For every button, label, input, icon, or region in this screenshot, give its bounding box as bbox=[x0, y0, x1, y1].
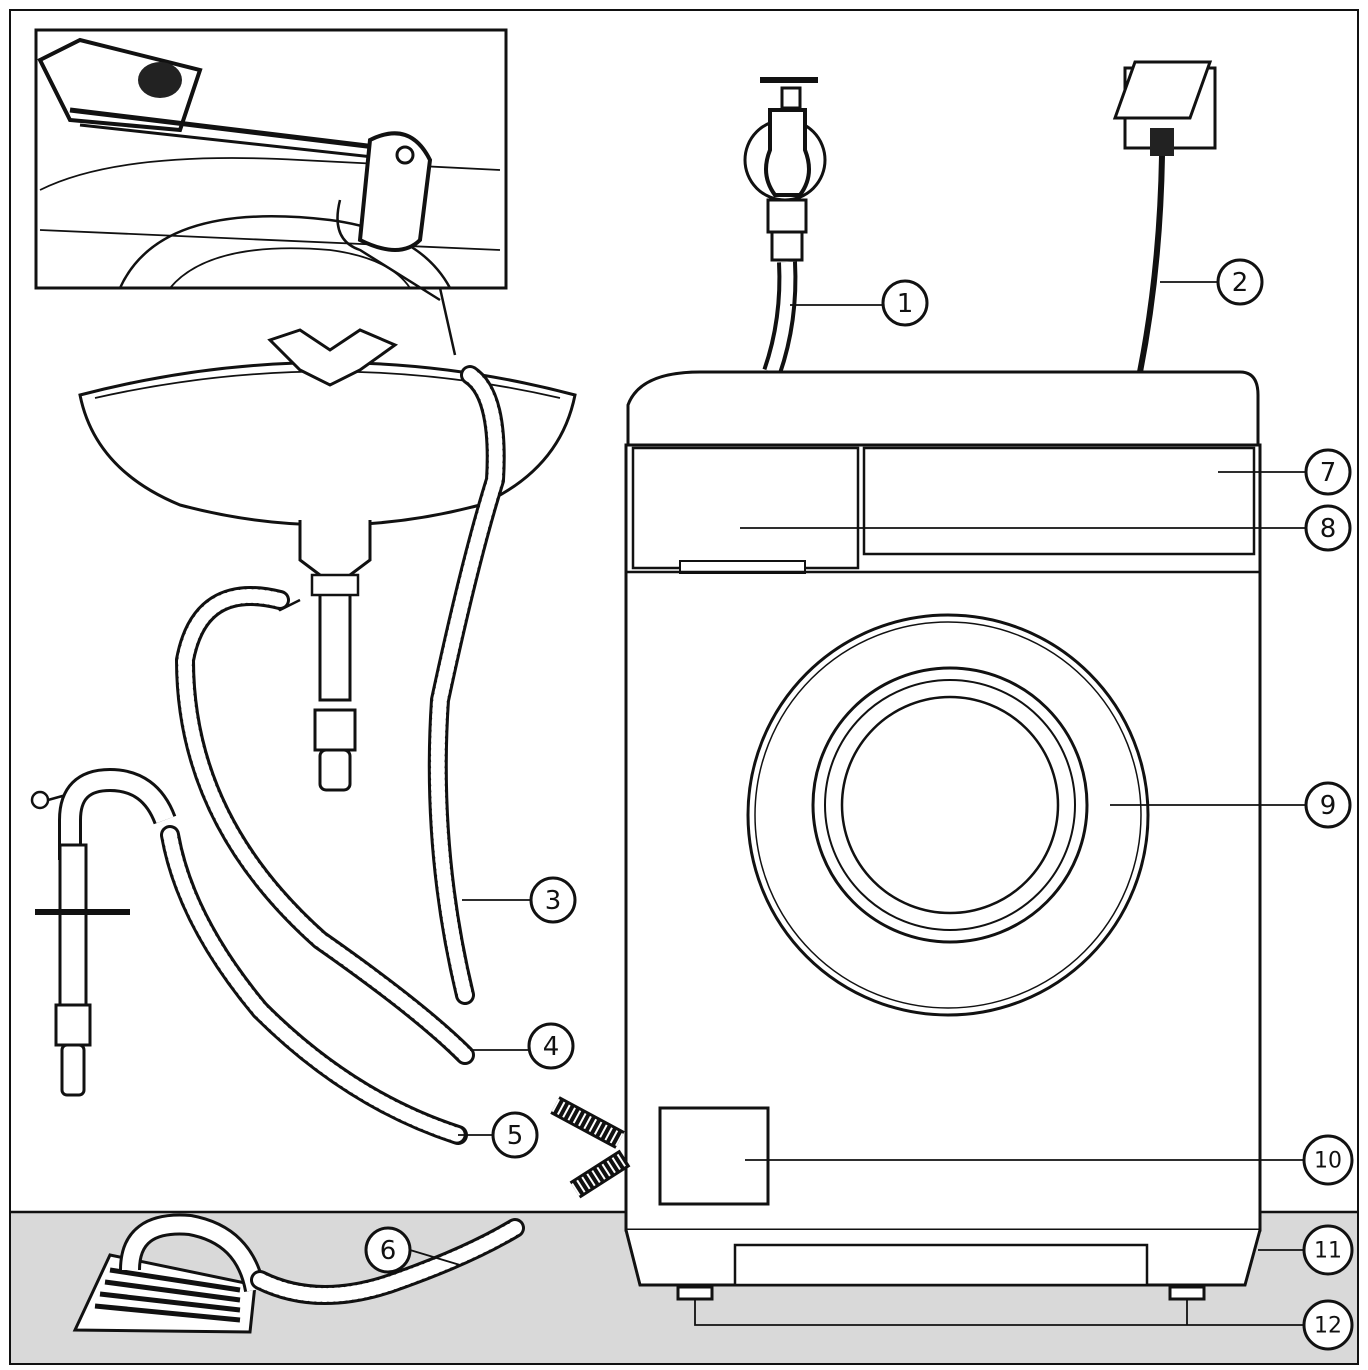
leader-lines bbox=[409, 281, 1306, 1326]
inset-pointer bbox=[438, 287, 457, 356]
callout-6-label: 6 bbox=[380, 1236, 397, 1266]
callout-4-label: 4 bbox=[543, 1032, 560, 1062]
callout-7-label: 7 bbox=[1320, 458, 1337, 488]
callout-3: 3 bbox=[529, 876, 577, 924]
callout-9-label: 9 bbox=[1320, 791, 1337, 821]
foot-left bbox=[676, 1285, 714, 1301]
callout-4: 4 bbox=[527, 1022, 575, 1070]
mains-cable bbox=[1137, 155, 1165, 373]
callout-11: 11 bbox=[1302, 1224, 1354, 1276]
foot-right bbox=[1168, 1285, 1206, 1301]
service-flap bbox=[658, 1106, 770, 1206]
inset-detail bbox=[34, 28, 508, 302]
callout-5: 5 bbox=[491, 1111, 539, 1159]
callout-2: 2 bbox=[1216, 258, 1264, 306]
callout-8-label: 8 bbox=[1320, 514, 1337, 544]
callout-11-label: 11 bbox=[1314, 1239, 1342, 1264]
callout-3-label: 3 bbox=[545, 886, 562, 916]
washing-machine bbox=[624, 370, 1262, 1301]
callout-10: 10 bbox=[1302, 1134, 1354, 1186]
callout-1: 1 bbox=[881, 279, 929, 327]
washbasin bbox=[78, 328, 577, 792]
callout-5-label: 5 bbox=[507, 1121, 524, 1151]
callout-9: 9 bbox=[1304, 781, 1352, 829]
callout-8: 8 bbox=[1304, 504, 1352, 552]
leader-12 bbox=[694, 1299, 1303, 1326]
hose-hook-detail bbox=[357, 131, 433, 252]
callout-2-label: 2 bbox=[1232, 268, 1249, 298]
callout-12: 12 bbox=[1302, 1299, 1354, 1351]
callout-6: 6 bbox=[364, 1226, 412, 1274]
detergent-drawer bbox=[631, 446, 860, 570]
tap-knob-detail bbox=[138, 62, 182, 98]
machine-top bbox=[626, 370, 1260, 447]
water-tap bbox=[743, 77, 827, 262]
standpipe bbox=[30, 767, 177, 1097]
callout-12-label: 12 bbox=[1314, 1314, 1342, 1339]
door-glass bbox=[811, 666, 1089, 944]
floor-drain bbox=[72, 1213, 266, 1334]
callout-7: 7 bbox=[1304, 448, 1352, 496]
basin-tap bbox=[267, 328, 399, 387]
wall-socket bbox=[1112, 60, 1217, 156]
control-panel bbox=[862, 446, 1256, 556]
callout-1-label: 1 bbox=[897, 289, 914, 319]
leader-6 bbox=[409, 1249, 461, 1266]
basin-drain-trap bbox=[298, 520, 372, 702]
callout-10-label: 10 bbox=[1314, 1149, 1342, 1174]
